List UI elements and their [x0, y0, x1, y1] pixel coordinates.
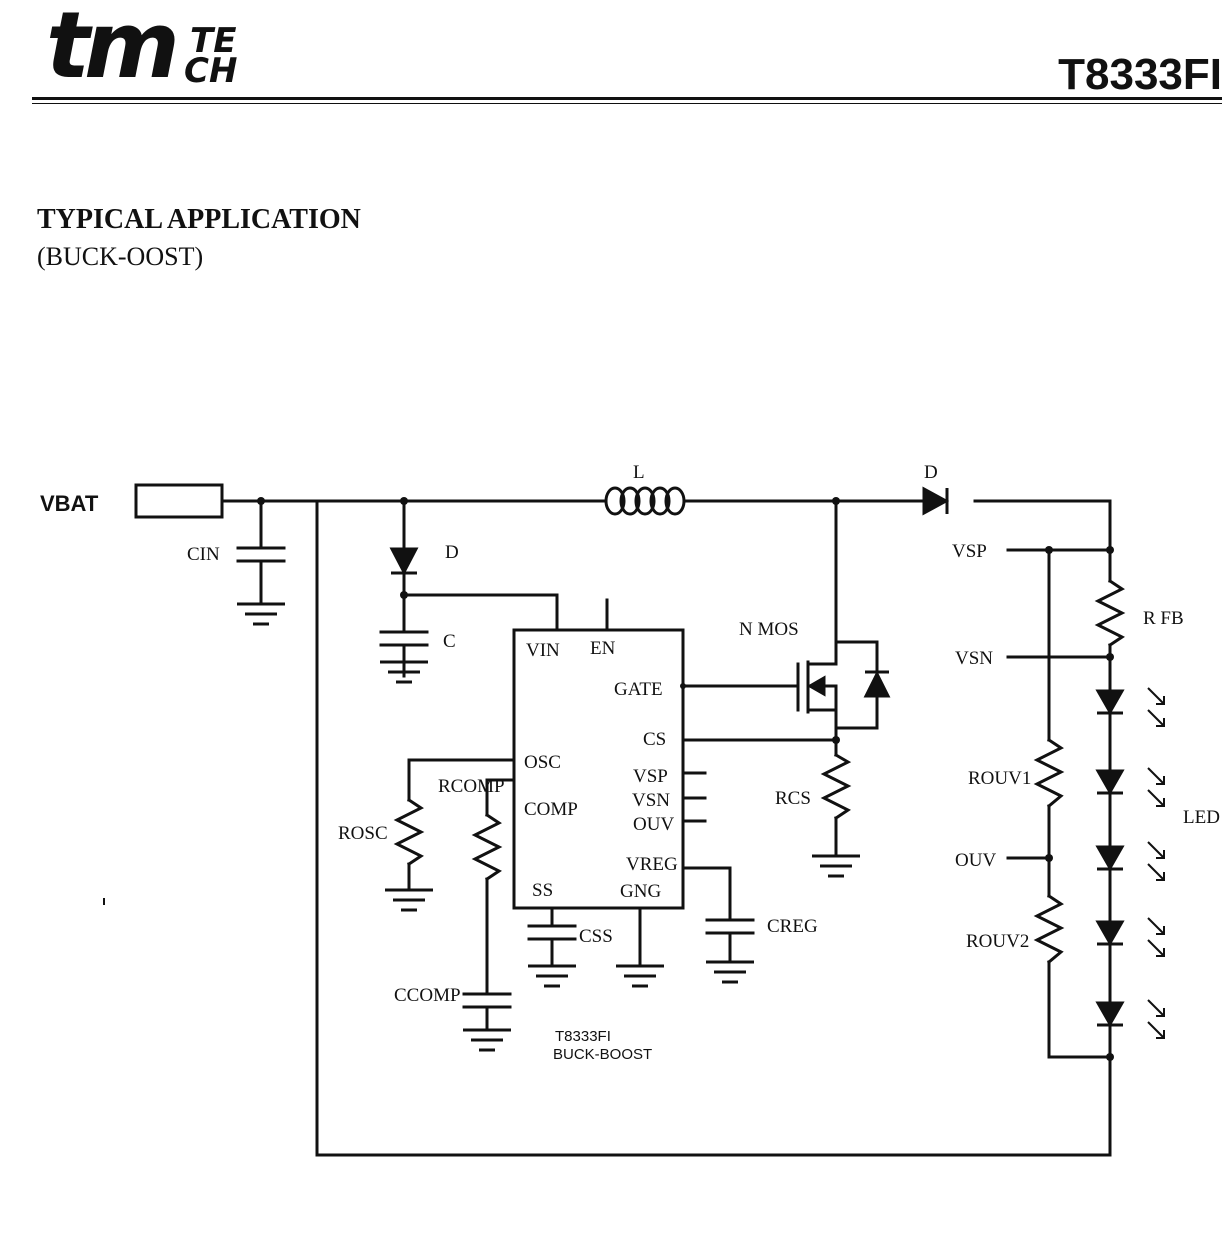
junction-dot — [257, 497, 265, 505]
rcs-resistor — [820, 752, 852, 821]
led-5 — [1095, 1001, 1125, 1028]
led-light-arrows — [1147, 767, 1165, 807]
d-output-diode — [922, 486, 950, 516]
ccomp-label: CCOMP — [394, 985, 461, 1006]
rcomp-resistor — [471, 812, 503, 882]
junction-dot — [832, 497, 840, 505]
junction-dot — [1106, 546, 1114, 554]
ground-symbol — [383, 888, 435, 912]
company-logo: tm TE CH — [40, 0, 280, 96]
junction-dot — [1045, 546, 1053, 554]
junction-dot — [1106, 653, 1114, 661]
ic-pin-comp: COMP — [524, 799, 578, 820]
ic-mode: BUCK-BOOST — [553, 1046, 652, 1063]
ic-pin-vsn: VSN — [632, 790, 670, 811]
ground-symbol — [461, 1028, 513, 1052]
rouv1-label: ROUV1 — [968, 768, 1031, 789]
ic-pin-osc: OSC — [524, 752, 561, 773]
ground-symbol — [810, 854, 862, 878]
rfb-label: R FB — [1143, 608, 1184, 629]
ic-pin-gnd: GNG — [620, 881, 661, 902]
section-title: TYPICAL APPLICATION — [37, 204, 361, 235]
header-rule — [32, 97, 1222, 100]
led-1 — [1095, 689, 1125, 716]
c-supply-label: C — [443, 631, 456, 652]
rouv2-resistor — [1033, 893, 1065, 965]
nmos-label: N MOS — [739, 619, 799, 640]
d-supply-diode — [389, 547, 419, 576]
junction-dot — [400, 591, 408, 599]
led-light-arrows — [1147, 917, 1165, 957]
led-4 — [1095, 920, 1125, 947]
rosc-resistor — [393, 797, 425, 867]
ic-pin-vreg: VREG — [626, 854, 678, 875]
rosc-label: ROSC — [338, 823, 388, 844]
ground-symbol — [704, 960, 756, 984]
d-supply-label: D — [445, 542, 459, 563]
ouv-net-label: OUV — [955, 850, 996, 871]
ic-name: T8333FI — [555, 1028, 611, 1045]
vbat-connector — [134, 483, 224, 519]
ground-symbol — [614, 964, 666, 988]
ic-pin-vsp: VSP — [633, 766, 668, 787]
vbat-label: VBAT — [40, 491, 99, 516]
led-2 — [1095, 769, 1125, 796]
rfb-resistor — [1094, 578, 1126, 648]
rouv1-resistor — [1033, 737, 1065, 809]
section-subtitle: (BUCK-OOST) — [37, 242, 204, 271]
nmos-body-diode — [863, 670, 891, 698]
ground-symbol — [526, 964, 578, 988]
ic-pin-gate: GATE — [614, 679, 663, 700]
ground-symbol — [235, 602, 287, 626]
ic-pin-ss: SS — [532, 880, 553, 901]
inductor — [600, 486, 700, 516]
logo-super-text: TE — [190, 21, 237, 61]
logo-sub-text: CH — [184, 51, 238, 91]
led-light-arrows — [1147, 999, 1165, 1039]
header-rule-thin — [32, 103, 1222, 104]
ic-pin-cs: CS — [643, 729, 666, 750]
ic-pin-ouv: OUV — [633, 814, 674, 835]
rcs-label: RCS — [775, 788, 811, 809]
led-3 — [1095, 845, 1125, 872]
junction-dot — [832, 736, 840, 744]
cin-label: CIN — [187, 544, 220, 565]
junction-dot — [1106, 1053, 1114, 1061]
vsp-net-label: VSP — [952, 541, 987, 562]
creg-label: CREG — [767, 916, 818, 937]
css-label: CSS — [579, 926, 613, 947]
logo-main-text: tm — [46, 0, 180, 99]
ic-pin-vin: VIN — [526, 640, 560, 661]
inductor-label: L — [633, 462, 645, 483]
nmos-arrow — [806, 675, 826, 697]
vsn-net-label: VSN — [955, 648, 993, 669]
junction-dot — [680, 683, 686, 689]
led-light-arrows — [1147, 687, 1165, 727]
junction-dot — [400, 497, 408, 505]
part-number: T8333FI — [1058, 50, 1222, 99]
ic-body — [512, 628, 685, 910]
junction-dot — [1045, 854, 1053, 862]
led-light-arrows — [1147, 841, 1165, 881]
rouv2-label: ROUV2 — [966, 931, 1029, 952]
d-output-label: D — [924, 462, 938, 483]
ic-pin-en: EN — [590, 638, 616, 659]
rcomp-label: RCOMP — [438, 776, 505, 797]
led-label: LED — [1183, 807, 1220, 828]
